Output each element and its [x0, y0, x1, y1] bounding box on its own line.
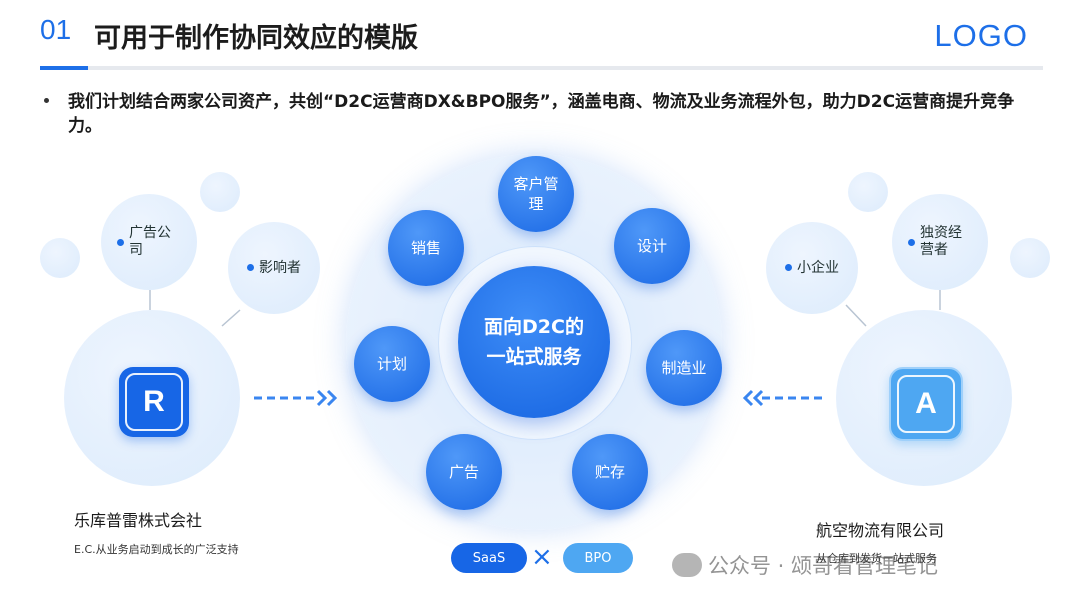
dot-icon [908, 238, 915, 246]
tag-ad-agency: 广告公司 [101, 194, 197, 290]
core-line2: 一站式服务 [486, 346, 582, 368]
node-planning: 计划 [354, 326, 430, 402]
dot-icon [117, 238, 124, 246]
tag-small-business: 小企业 [766, 222, 858, 314]
company-r-logo: R [119, 367, 189, 437]
company-a-logo: A [889, 367, 963, 441]
watermark: 公众号 · 颂哥看管理笔记 [672, 550, 938, 580]
bullet-text: 我们计划结合两家公司资产，共创“D2C运营商DX&BPO服务”，涵盖电商、物流及… [68, 92, 1015, 136]
bpo-pill: BPO [563, 543, 633, 573]
node-customer-management: 客户管理 [498, 156, 574, 232]
wechat-icon [672, 553, 702, 577]
logo: LOGO [934, 18, 1028, 53]
header-divider [40, 66, 1043, 70]
bullet-icon [44, 98, 49, 103]
logo-letter: A [897, 375, 955, 433]
dot-icon [247, 264, 254, 271]
node-label: 销售 [410, 239, 441, 257]
node-inventory: 贮存 [572, 434, 648, 510]
node-sales: 销售 [388, 210, 464, 286]
one-stop-service-core: 面向D2C的 一站式服务 [458, 266, 610, 418]
node-label: 设计 [636, 237, 667, 255]
node-label: 制造业 [661, 359, 707, 377]
tag-sole-proprietor: 独资经营者 [892, 194, 988, 290]
tag-label: 广告公司 [129, 225, 171, 258]
decor-circle [848, 172, 888, 212]
page-title: 可用于制作协同效应的模版 [94, 23, 418, 54]
node-label: 广告 [448, 463, 479, 481]
node-label: 贮存 [594, 463, 625, 481]
node-design: 设计 [614, 208, 690, 284]
node-advertising: 广告 [426, 434, 502, 510]
right-company-name: 航空物流有限公司 [816, 521, 945, 540]
tag-label: 独资经营者 [920, 225, 962, 258]
left-company-desc: E.C.从业务启动到成长的广泛支持 [74, 543, 239, 556]
tag-influencer: 影响者 [228, 222, 320, 314]
decor-circle [200, 172, 240, 212]
left-arrow-icon [742, 389, 826, 407]
tag-label: 小企业 [797, 259, 839, 276]
core-line1: 面向D2C的 [484, 316, 584, 338]
right-company-desc: 从仓库到发货一站式服务 [816, 552, 937, 565]
node-label: 客户管理 [513, 175, 559, 213]
times-icon: × [531, 542, 553, 572]
watermark-text: 公众号 · 颂哥看管理笔记 [708, 554, 939, 578]
logo-letter: R [125, 373, 183, 431]
decor-circle [1010, 238, 1050, 278]
right-arrow-icon [254, 389, 338, 407]
decor-circle [40, 238, 80, 278]
node-manufacturing: 制造业 [646, 330, 722, 406]
header-divider-accent [40, 66, 88, 70]
dot-icon [785, 264, 792, 271]
node-label: 计划 [376, 355, 407, 373]
tag-label: 影响者 [259, 259, 301, 276]
section-number: 01 [40, 14, 72, 45]
saas-pill: SaaS [451, 543, 527, 573]
left-company-name: 乐库普雷株式会社 [74, 511, 203, 530]
